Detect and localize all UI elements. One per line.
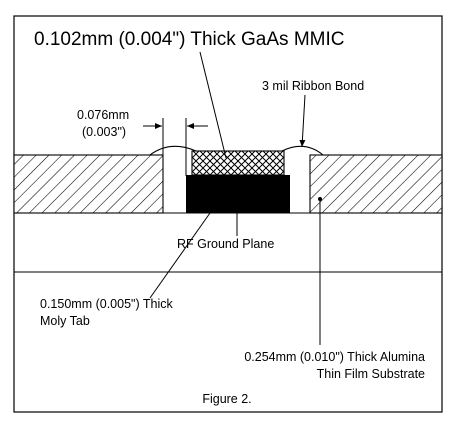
- gap-dimension-mm: 0.076mm: [77, 108, 129, 122]
- substrate-label-line2: Thin Film Substrate: [317, 367, 425, 381]
- moly-tab-label-line1: 0.150mm (0.005") Thick: [40, 297, 173, 311]
- title-leader-line: [199, 51, 227, 159]
- figure-frame: [13, 15, 443, 413]
- figure-caption: Figure 2.: [202, 392, 251, 406]
- left-ribbon-bond: [149, 145, 197, 156]
- gaas-mmic-chip: [191, 150, 285, 176]
- right-ribbon-bond: [281, 145, 324, 156]
- moly-tab: [186, 175, 290, 213]
- substrate-leader-dot: [318, 197, 322, 201]
- right-alumina-substrate: [309, 154, 443, 214]
- substrate-label-line1: 0.254mm (0.010") Thick Alumina: [244, 350, 425, 364]
- moly-tab-label-line2: Moly Tab: [40, 314, 90, 328]
- ribbon-bond-label: 3 mil Ribbon Bond: [262, 79, 364, 93]
- left-alumina-substrate: [13, 154, 164, 214]
- mmic-title: 0.102mm (0.004") Thick GaAs MMIC: [34, 29, 345, 50]
- ground-plane-label: RF Ground Plane: [177, 237, 274, 251]
- moly-tab-leader: [149, 212, 211, 299]
- gap-dimension-in: (0.003"): [82, 125, 126, 139]
- ribbon-bond-leader: [299, 94, 306, 148]
